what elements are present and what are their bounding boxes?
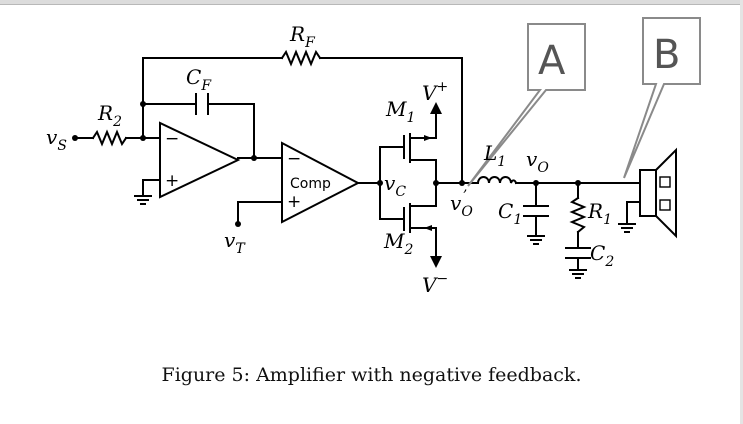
- r2-label: R2: [97, 101, 122, 130]
- l1-label: L1: [483, 141, 506, 170]
- m2-transistor: [403, 203, 442, 268]
- vplus-label: V+: [422, 79, 448, 105]
- c2-capacitor: [565, 247, 591, 259]
- comparator: − + Comp: [281, 141, 361, 224]
- op-amp-plus-sign: +: [165, 171, 179, 191]
- cf-label: CF: [186, 65, 212, 94]
- m1-label: M1: [385, 97, 415, 126]
- callout-a-label: A: [538, 38, 566, 84]
- callout-b: B: [623, 17, 701, 179]
- c1-capacitor: [523, 205, 549, 217]
- rf-resistor: [280, 49, 322, 67]
- l1-inductor: [476, 176, 518, 185]
- component-labels: RF CF R2 vS vT vC M1 M2 V+ V− L1 vO vO’ …: [46, 22, 614, 297]
- comp-plus-sign: +: [287, 192, 301, 212]
- vc-label: vC: [384, 171, 406, 200]
- op-amp: − +: [159, 121, 241, 199]
- vminus-label: V−: [422, 271, 448, 297]
- vs-label: vS: [46, 125, 67, 154]
- window-right-edge: [740, 0, 743, 424]
- figure-caption: Figure 5: Amplifier with negative feedba…: [161, 364, 582, 386]
- vo-prime-label: vO’: [450, 188, 473, 220]
- r1-label: R1: [587, 199, 612, 228]
- speaker-icon: [639, 147, 677, 239]
- cf-capacitor: [195, 93, 209, 115]
- r2-resistor: [91, 129, 128, 147]
- callout-b-label: B: [653, 32, 680, 78]
- op-amp-minus-sign: −: [165, 129, 179, 149]
- wires: [74, 57, 641, 271]
- r1-resistor: [569, 196, 587, 234]
- comp-label: Comp: [290, 176, 331, 192]
- vt-label: vT: [224, 228, 246, 257]
- m1-transistor: [403, 102, 442, 163]
- m2-label: M2: [383, 229, 413, 258]
- junction-dots: [72, 101, 581, 227]
- ground-symbols: [134, 195, 636, 279]
- window-top-edge: [0, 0, 743, 5]
- comp-minus-sign: −: [287, 149, 301, 169]
- rf-label: RF: [289, 22, 316, 51]
- vo-label: vO: [526, 147, 549, 176]
- callout-a: A: [467, 23, 586, 187]
- c2-label: C2: [590, 241, 614, 270]
- c1-label: C1: [498, 199, 522, 228]
